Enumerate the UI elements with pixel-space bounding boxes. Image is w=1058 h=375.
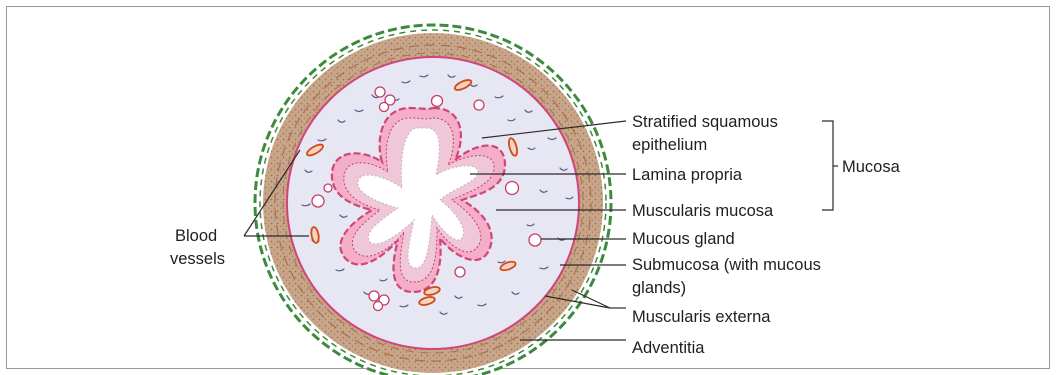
label-vessels: vessels [170,250,225,268]
label-mucous-gland: Mucous gland [632,230,735,248]
label-blood: Blood [175,227,217,245]
label-submucosa: Submucosa (with mucous [632,256,821,274]
label-submucosa-glands: glands) [632,279,686,297]
label-mucosa: Mucosa [842,158,901,176]
label-stratified-squamous: Stratified squamous [632,113,778,131]
label-muscularis-externa: Muscularis externa [632,308,771,326]
label-epithelium: epithelium [632,136,707,154]
label-adventitia: Adventitia [632,339,705,357]
label-muscularis-mucosa: Muscularis mucosa [632,202,774,220]
label-lamina-propria: Lamina propria [632,166,743,184]
